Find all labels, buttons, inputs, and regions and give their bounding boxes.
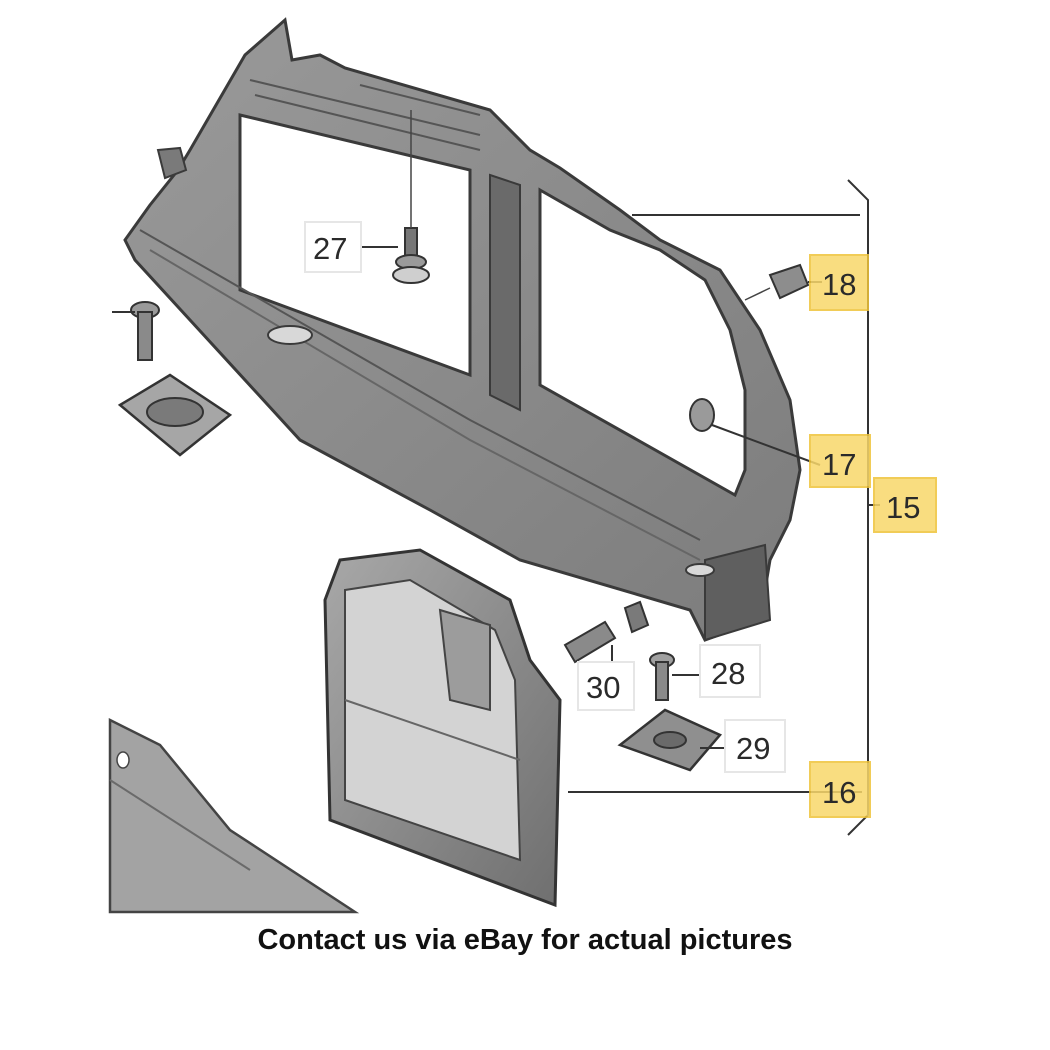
callout-16-box [809,761,871,818]
left-bolt-part [112,301,160,361]
callout-29: 29 [736,731,770,766]
grommet-part-17 [689,398,715,432]
callout-28: 28 [711,656,745,691]
callout-27: 27 [313,231,347,266]
caption-text: Contact us via eBay for actual pictures [257,924,793,956]
storage-tray-part-16 [323,548,562,908]
bracket-part-29 [617,708,723,772]
bolt-part-28 [649,652,675,701]
callout-27-box [304,221,362,273]
clip-part-27 [392,110,430,284]
callout-18: 18 [822,267,856,302]
clip-part-18 [744,263,810,301]
trim-panel-part [123,17,802,642]
callout-17-box [809,434,871,488]
callout-28-box [699,644,761,698]
callout-15-box [873,477,937,533]
callout-18-box [809,254,869,311]
callout-29-box [724,719,786,773]
callout-17: 17 [822,447,856,482]
spacer-part-30 [563,600,650,664]
callout-30: 30 [586,670,620,705]
callout-15: 15 [886,490,920,525]
left-bracket-part [117,373,233,457]
callout-16: 16 [822,775,856,810]
callout-30-box [577,661,635,711]
floor-panel-part [108,717,360,914]
